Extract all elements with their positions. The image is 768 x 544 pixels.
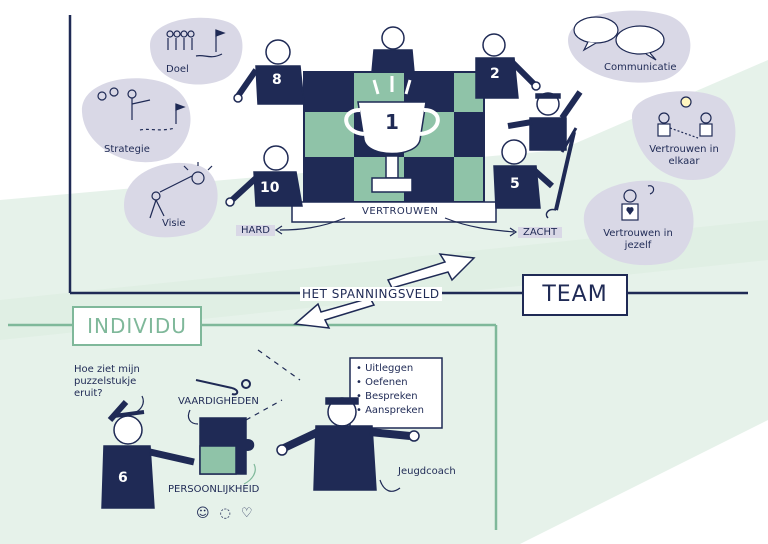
coach-task-1: • Uitleggen bbox=[356, 363, 414, 374]
trophy-icon bbox=[344, 76, 440, 193]
vertrouwen-elkaar-doodle bbox=[657, 96, 713, 139]
task-card bbox=[349, 357, 443, 429]
speech-icon: ◌ bbox=[219, 506, 241, 521]
player-8 bbox=[233, 39, 305, 105]
coach-top-right bbox=[507, 90, 583, 151]
hard-label: HARD bbox=[236, 225, 276, 236]
player-number-6: 6 bbox=[118, 470, 128, 486]
player-number-5: 5 bbox=[510, 176, 520, 192]
dash-connector-1 bbox=[257, 349, 301, 381]
communicatie-doodle bbox=[573, 16, 665, 61]
coach-task-4: • Aanspreken bbox=[356, 405, 424, 416]
arrow-hard bbox=[279, 217, 346, 231]
bubble-vertrouwen-elkaar bbox=[631, 91, 736, 181]
bubble-doel bbox=[150, 17, 243, 85]
player-number-10: 10 bbox=[260, 180, 280, 196]
player-5 bbox=[493, 127, 578, 219]
coach-task-list: • Uitleggen • Oefenen • Bespreken • Aans… bbox=[356, 362, 424, 418]
bubble-label-vertrouwen-elkaar: Vertrouwen in elkaar bbox=[649, 144, 719, 167]
coach-label: Jeugdcoach bbox=[398, 466, 456, 477]
player-2 bbox=[475, 33, 541, 99]
emoticon-row: ☺◌♡ bbox=[196, 506, 263, 521]
bubble-label-doel: Doel bbox=[166, 64, 189, 75]
heart-icon: ♡ bbox=[240, 506, 263, 521]
dash-connector-2 bbox=[245, 399, 283, 421]
center-label: HET SPANNINGSVELD bbox=[300, 287, 442, 301]
player-6 bbox=[101, 400, 195, 509]
individu-title-box: INDIVIDU bbox=[72, 306, 202, 346]
arrow-vaardigheden bbox=[187, 409, 199, 425]
coach-task-3: • Bespreken bbox=[356, 391, 418, 402]
player-number-8: 8 bbox=[272, 72, 282, 88]
player-10 bbox=[225, 145, 303, 207]
arrow-up-right bbox=[386, 253, 476, 289]
bubble-label-visie: Visie bbox=[162, 218, 186, 229]
individual-puzzle-piece bbox=[199, 417, 255, 475]
player-top-center bbox=[371, 26, 415, 73]
bubble-label-strategie: Strategie bbox=[104, 144, 150, 155]
hockey-stick-icon bbox=[195, 379, 251, 396]
skills-label: VAARDIGHEDEN bbox=[178, 396, 259, 407]
bubble-label-vertrouwen-jezelf: Vertrouwen in jezelf bbox=[603, 228, 673, 251]
team-title-box: TEAM bbox=[522, 274, 628, 316]
smile-icon: ☺ bbox=[196, 506, 220, 521]
arrow-jeugdcoach bbox=[379, 479, 401, 492]
arrow-zacht bbox=[444, 217, 515, 233]
zacht-label: ZACHT bbox=[518, 227, 563, 238]
bubble-vertrouwen-jezelf bbox=[583, 180, 694, 266]
vertrouwen-jezelf-doodle bbox=[621, 185, 655, 221]
arrow-persoonlijkheid bbox=[243, 463, 256, 485]
arrow-question bbox=[135, 395, 144, 413]
visie-doodle bbox=[149, 162, 213, 219]
doel-doodle bbox=[166, 29, 226, 58]
player-number-2: 2 bbox=[490, 66, 500, 82]
foundation-label: VERTROUWEN bbox=[362, 206, 439, 217]
foundation-slab bbox=[291, 201, 497, 223]
trophy-number: 1 bbox=[385, 110, 399, 134]
coach-task-2: • Oefenen bbox=[356, 377, 408, 388]
bubble-label-communicatie: Communicatie bbox=[604, 62, 677, 73]
strategie-doodle bbox=[97, 87, 186, 131]
bubble-visie bbox=[124, 162, 218, 238]
jeugdcoach-figure bbox=[276, 397, 420, 491]
bubble-strategie bbox=[81, 78, 191, 163]
individu-question: Hoe ziet mijn puzzelstukje eruit? bbox=[74, 364, 140, 399]
personality-label: PERSOONLIJKHEID bbox=[168, 484, 260, 495]
